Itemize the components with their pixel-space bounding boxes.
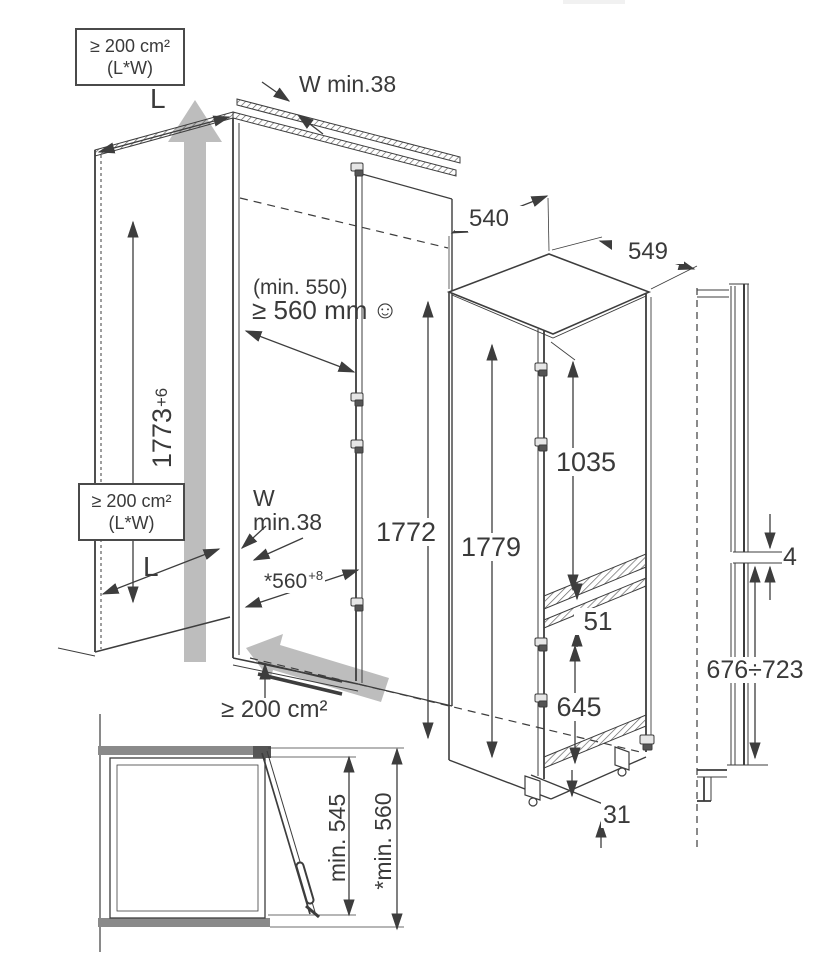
vent-width-top-label: W min.38 <box>299 71 397 97</box>
door-open-clearance-label: min. 545 <box>323 793 350 883</box>
niche-depth-note-label: (min. 550) <box>253 276 348 299</box>
vent-width-mid-label: W min.38 <box>253 486 322 534</box>
niche-width-value: *560 <box>264 570 308 593</box>
vent-area-top-line1: ≥ 200 cm² <box>90 35 170 56</box>
appliance-drawing <box>446 253 655 807</box>
niche-height-tolerance: +6 <box>152 387 172 408</box>
lower-door-height-label: 645 <box>548 693 610 721</box>
niche-width-label: *560+8 <box>262 568 326 594</box>
door-panel-height-label: 1772 <box>369 518 443 546</box>
cropped-ui-bar <box>563 0 625 4</box>
appliance-depth-label: 549 <box>612 239 684 264</box>
vent-area-bottom-label: ≥ 200 cm² <box>221 696 328 723</box>
appliance-height-label: 1779 <box>456 533 526 561</box>
niche-height-value: 1773 <box>146 408 177 469</box>
bottom-clearance-label: 31 <box>601 801 633 829</box>
vent-area-mid-line2: (L*W) <box>108 513 155 533</box>
panel-gap-label: 4 <box>783 543 797 571</box>
appliance-door-hinges <box>534 362 655 751</box>
vent-area-mid-box: ≥ 200 cm² (L*W) <box>78 483 185 541</box>
top-view-drawing <box>98 714 404 952</box>
niche-depth-label: ≥ 560 mm <box>252 295 368 325</box>
vent-area-top-box: ≥ 200 cm² (L*W) <box>75 28 185 86</box>
smiley-icon: ☺ <box>372 296 398 325</box>
appliance-feet <box>524 746 630 807</box>
side-section-drawing <box>696 283 782 852</box>
vent-length-bottom-label: L <box>143 551 159 582</box>
niche-height-label: 1773+6 <box>146 363 178 493</box>
vent-width-mid-min38: min.38 <box>253 509 323 536</box>
upper-door-height-label: 1035 <box>551 448 621 476</box>
vent-area-mid-line1: ≥ 200 cm² <box>91 490 172 511</box>
niche-door-hinges <box>350 162 364 612</box>
niche-width-tolerance: +8 <box>308 568 324 583</box>
vent-width-mid-w: W <box>253 485 275 511</box>
niche-depth-row: ≥ 560 mm ☺ <box>252 295 398 325</box>
appliance-width-label: 540 <box>455 206 523 231</box>
door-open-clearance-star-label: *min. 560 <box>369 792 396 890</box>
door-gap-label: 51 <box>574 607 622 636</box>
lower-panel-range-label: 676÷723 <box>699 657 811 683</box>
vent-length-top-label: L <box>150 83 166 114</box>
airflow-arrow-bottom <box>246 634 389 702</box>
vent-area-top-line2: (L*W) <box>107 58 153 78</box>
